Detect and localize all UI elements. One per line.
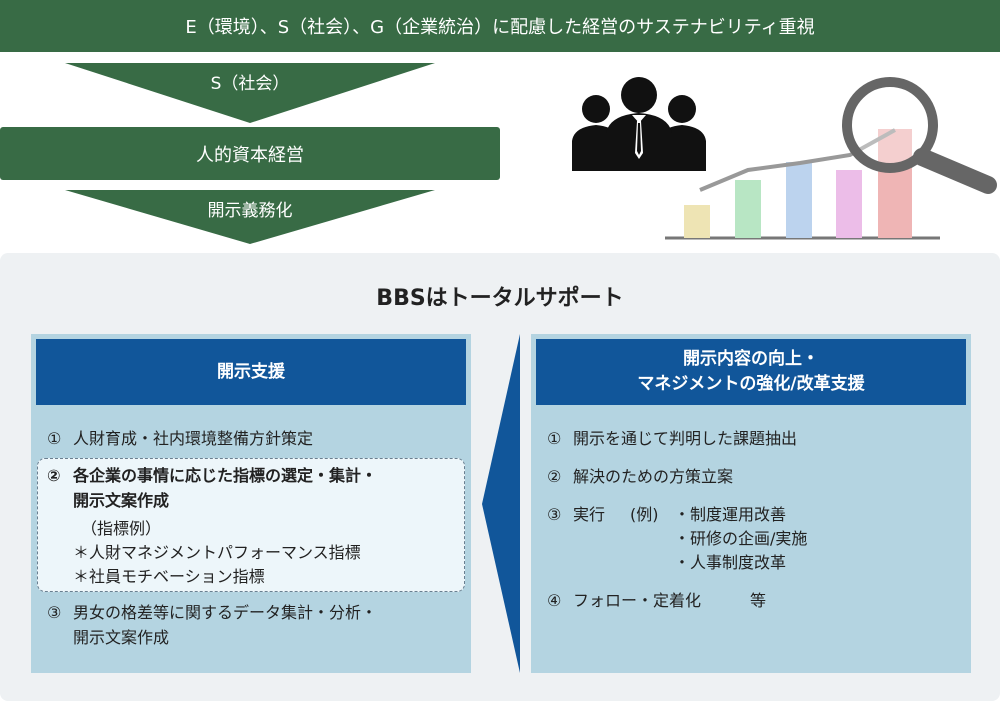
panel-title: BBSはトータルサポート — [376, 286, 624, 311]
example-label: （指標例） — [81, 519, 162, 538]
item-number: ③ — [47, 603, 62, 622]
right-item-3: ③ 実行 — [547, 504, 605, 526]
top-banner-text: E（環境）、S（社会）、G（企業統治）に配慮した経営のサステナビリティ重視 — [185, 17, 815, 38]
arrow-label-disclosure: 開示義務化 — [207, 200, 293, 221]
management-support-title-line1: 開示内容の向上・ — [683, 349, 819, 370]
right-item-1: ① 開示を通じて判明した課題抽出 — [547, 428, 797, 450]
left-item-3: ③ 男女の格差等に関するデータ集計・分析・ — [47, 602, 377, 624]
arrow-label-social: S（社会） — [210, 73, 290, 94]
left-item-2: ② 各企業の事情に応じた指標の選定・集計・ — [47, 465, 377, 487]
right-item-2: ② 解決のための方策立案 — [547, 466, 733, 488]
right-item-4-suffix: 等 — [750, 591, 767, 610]
right-item-3-sub2: ・研修の企画/実施 — [674, 529, 808, 548]
left-item-3-line1: 男女の格差等に関するデータ集計・分析・ — [73, 603, 378, 622]
right-item-3-example: (例) — [630, 505, 659, 524]
example-item-2: ＊社員モチベーション指標 — [73, 567, 265, 586]
right-item-2-text: 解決のための方策立案 — [573, 467, 734, 486]
management-support-header: 開示内容の向上・ マネジメントの強化/改革支援 — [536, 339, 966, 405]
highlighted-item-box — [37, 458, 465, 592]
right-item-3-label: 実行 — [573, 505, 606, 524]
item-number: ② — [47, 466, 61, 485]
left-item-1: ① 人財育成・社内環境整備方針策定 — [47, 428, 313, 450]
item-number: ① — [547, 429, 562, 448]
business-analysis-illustration — [572, 77, 997, 240]
example-item-1: ＊人財マネジメントパフォーマンス指標 — [73, 543, 361, 562]
right-item-4-text: フォロー・定着化 — [573, 591, 702, 610]
left-item-1-text: 人財育成・社内環境整備方針策定 — [73, 429, 314, 448]
left-item-3-line2: 開示文案作成 — [73, 628, 170, 647]
item-number: ① — [47, 429, 62, 448]
bar-chart-icon — [665, 128, 940, 240]
right-item-1-text: 開示を通じて判明した課題抽出 — [573, 429, 798, 448]
item-number: ④ — [547, 591, 562, 610]
item-number: ② — [547, 467, 562, 486]
left-pointing-arrow — [482, 334, 520, 673]
human-capital-banner: 人的資本経営 — [0, 127, 500, 180]
disclosure-support-title: 開示支援 — [217, 361, 285, 382]
down-chevron-arrow-2 — [65, 190, 435, 244]
down-chevron-arrow-1 — [65, 63, 435, 123]
magnifier-icon — [842, 77, 997, 194]
top-banner: E（環境）、S（社会）、G（企業統治）に配慮した経営のサステナビリティ重視 — [0, 0, 1000, 52]
right-item-3-sub1: ・制度運用改善 — [674, 505, 787, 524]
left-item-2-line1: 各企業の事情に応じた指標の選定・集計・ — [73, 466, 378, 485]
right-item-4: ④ フォロー・定着化 — [547, 590, 701, 612]
item-number: ③ — [547, 505, 562, 524]
management-support-title-line2: マネジメントの強化/改革支援 — [637, 374, 865, 394]
businesspeople-icon — [572, 77, 706, 171]
human-capital-text: 人的資本経営 — [196, 144, 304, 166]
right-item-3-sub3: ・人事制度改革 — [674, 553, 787, 572]
left-item-2-line2: 開示文案作成 — [73, 491, 170, 510]
disclosure-support-header: 開示支援 — [36, 339, 466, 405]
management-support-box: 開示内容の向上・ マネジメントの強化/改革支援 — [531, 334, 971, 673]
